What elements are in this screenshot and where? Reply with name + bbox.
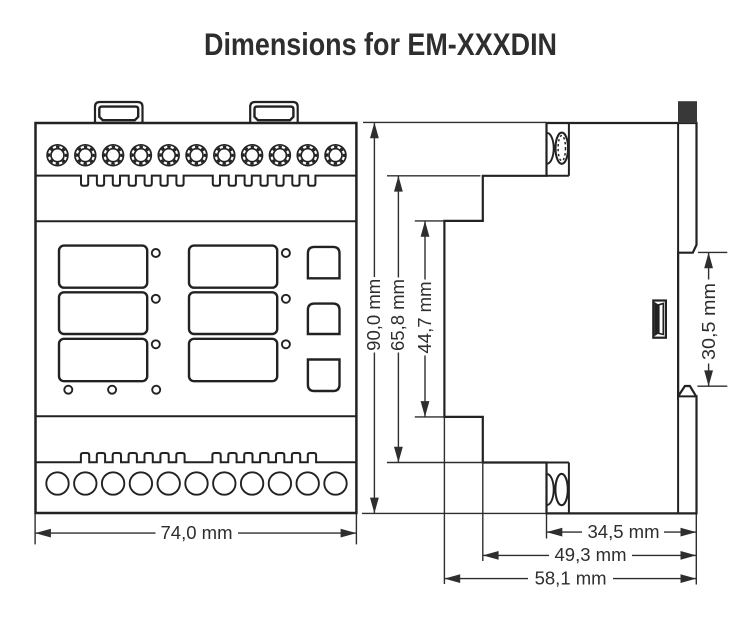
svg-text:49,3 mm: 49,3 mm	[555, 545, 627, 565]
svg-text:Dimensions for EM-XXXDIN: Dimensions for EM-XXXDIN	[204, 26, 557, 62]
svg-text:90,0 mm: 90,0 mm	[364, 279, 384, 351]
svg-text:74,0 mm: 74,0 mm	[161, 523, 233, 543]
svg-text:65,8 mm: 65,8 mm	[388, 279, 408, 351]
svg-text:34,5 mm: 34,5 mm	[588, 522, 660, 542]
svg-text:44,7 mm: 44,7 mm	[415, 282, 435, 354]
svg-text:30,5 mm: 30,5 mm	[699, 283, 719, 360]
svg-text:58,1 mm: 58,1 mm	[535, 568, 607, 588]
